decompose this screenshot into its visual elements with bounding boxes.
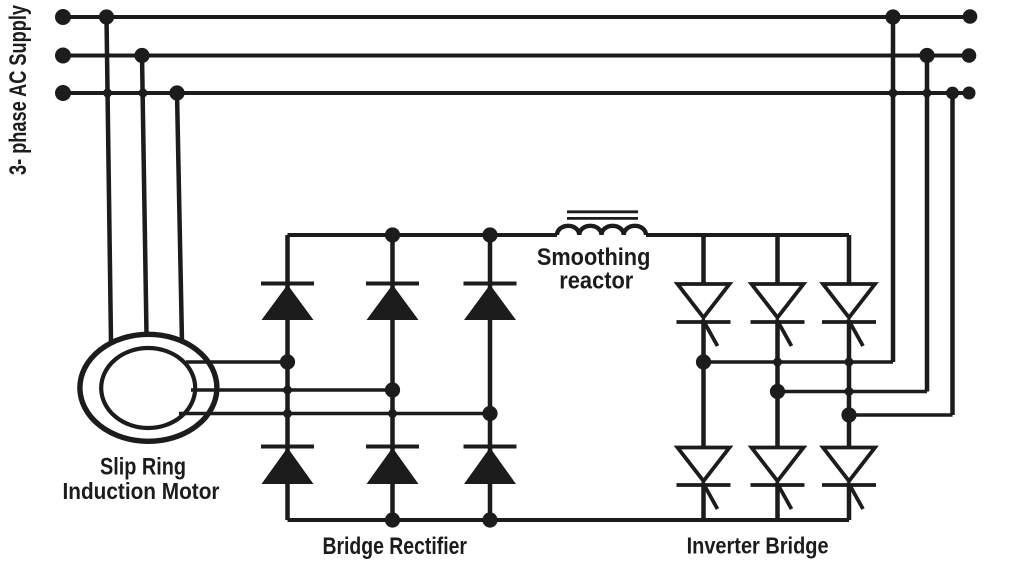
svg-text:Inverter Bridge: Inverter Bridge (687, 533, 829, 559)
svg-text:reactor: reactor (559, 267, 633, 294)
svg-text:Slip Ring: Slip Ring (100, 454, 186, 481)
svg-text:Smoothing: Smoothing (537, 244, 651, 271)
svg-text:Bridge Rectifier: Bridge Rectifier (322, 533, 467, 560)
svg-text:Induction Motor: Induction Motor (63, 478, 220, 504)
svg-text:3- phase AC Supply: 3- phase AC Supply (5, 5, 32, 175)
